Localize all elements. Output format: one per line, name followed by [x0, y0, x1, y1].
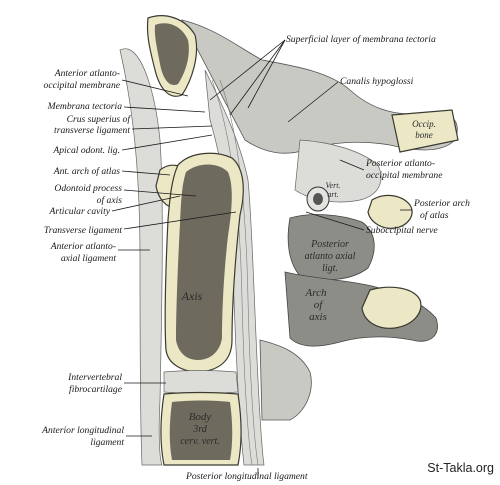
label-articular-cavity: Articular cavity	[49, 206, 111, 217]
anterior-ligament-column	[119, 48, 163, 466]
leader-lines	[111, 39, 412, 478]
bone-label: bone	[415, 130, 433, 140]
occipital-bone-box	[391, 109, 459, 153]
label-posterior-atlanto-occipital-1: Posterior atlanto-	[365, 158, 435, 169]
arch-label-3: axis	[309, 311, 327, 323]
cerv-vert-label: cerv. vert.	[180, 436, 220, 447]
label-crus-superius-2: transverse ligament	[54, 125, 130, 136]
outer-labels: Superficial layer of membrana tectoria A…	[41, 34, 470, 482]
lead-superficial-1	[209, 39, 286, 101]
occip-label: Occip.	[412, 119, 436, 129]
label-anterior-longitudinal-2: ligament	[90, 437, 124, 448]
lead-canalis	[287, 81, 339, 123]
watermark: St-Takla.org	[427, 461, 494, 475]
lead-post-atlanto-occipital	[339, 159, 365, 171]
inner-labels: Occip. bone Vert. art. Posterior atlanto…	[180, 119, 436, 447]
label-ant-arch-atlas: Ant. arch of atlas	[53, 166, 121, 177]
lead-superficial-3	[247, 39, 286, 109]
label-anterior-atlanto-occipital-1: Anterior atlanto-	[54, 68, 120, 79]
label-anterior-atlanto-occipital-2: occipital membrane	[44, 80, 121, 91]
intervertebral-disc	[163, 370, 239, 394]
post-aa-label-2: atlanto axial	[305, 251, 356, 262]
label-intervertebral-1: Intervertebral	[67, 372, 122, 383]
lead-membrana-tectoria	[123, 106, 206, 113]
label-anterior-atlanto-axial-1: Anterior atlanto-	[50, 241, 116, 252]
posterior-arch-atlas-bone	[367, 194, 413, 229]
label-crus-superius-1: Crus superius of	[67, 114, 132, 125]
illustration	[119, 15, 459, 466]
post-aa-label-1: Posterior	[310, 239, 349, 250]
label-posterior-arch-2: of atlas	[420, 210, 449, 221]
tectoria-fiber-2	[219, 79, 259, 466]
axis-label: Axis	[181, 289, 203, 303]
arch-label-1: Arch	[305, 287, 327, 299]
label-intervertebral-2: fibrocartilage	[69, 384, 123, 395]
c3-body-marrow	[169, 400, 233, 460]
vert-label: Vert.	[326, 181, 341, 190]
lead-transverse	[123, 211, 237, 230]
label-anterior-longitudinal-1: Anterior longitudinal	[41, 425, 124, 436]
posterior-atlanto-axial-ligament-shape	[287, 214, 375, 281]
label-apical-odont: Apical odont. lig.	[52, 145, 120, 156]
lead-superficial-2	[229, 39, 286, 116]
axis-body-marrow	[176, 164, 232, 360]
lead-articular	[111, 195, 181, 212]
arch-label-2: of	[314, 299, 325, 311]
third-label: 3rd	[192, 424, 208, 435]
lead-ant-atlanto-occipital	[121, 79, 189, 97]
post-aa-label-3: ligt.	[322, 263, 338, 274]
label-membrana-tectoria: Membrana tectoria	[47, 101, 123, 112]
label-canalis-hypoglossi: Canalis hypoglossi	[340, 76, 414, 87]
label-anterior-atlanto-axial-2: axial ligament	[61, 253, 116, 264]
lead-ant-arch	[121, 170, 171, 176]
body-label: Body	[189, 411, 212, 423]
clivus-marrow	[154, 23, 189, 86]
label-posterior-arch-1: Posterior arch	[413, 198, 470, 209]
lead-crus-superius	[131, 125, 213, 130]
label-odontoid-1: Odontoid process	[54, 183, 122, 194]
lower-posterior-tissue	[259, 339, 312, 421]
label-posterior-atlanto-occipital-2: occipital membrane	[366, 170, 443, 181]
spinous-process-axis-bone	[361, 286, 422, 329]
lead-suboccipital	[305, 211, 365, 231]
lead-odontoid	[123, 189, 197, 197]
lead-apical	[121, 134, 213, 151]
label-transverse-ligament: Transverse ligament	[44, 225, 122, 236]
vertebral-artery-lumen	[313, 193, 323, 205]
label-suboccipital-nerve: Suboccipital nerve	[366, 225, 438, 236]
label-odontoid-2: of axis	[97, 195, 123, 206]
label-posterior-longitudinal: Posterior longitudinal ligament	[185, 471, 308, 482]
art-label: art.	[327, 190, 338, 199]
label-superficial-layer: Superficial layer of membrana tectoria	[286, 34, 436, 45]
tectoria-fiber-1	[211, 79, 253, 466]
